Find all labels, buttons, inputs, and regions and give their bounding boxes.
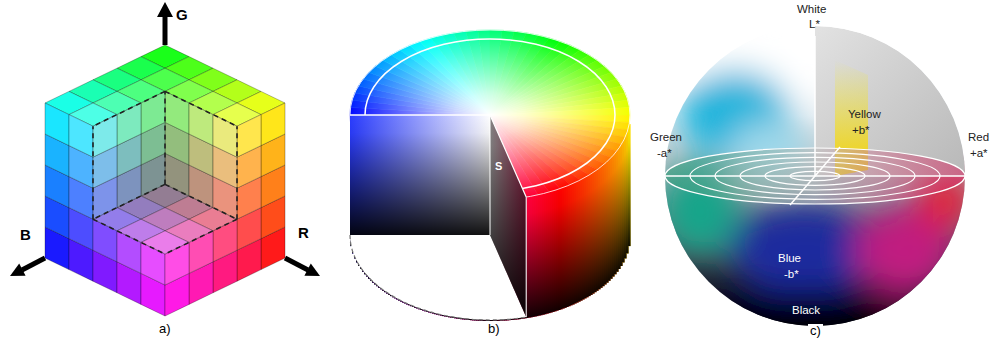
axis-label: G — [176, 6, 188, 23]
radius-line — [350, 114, 490, 116]
cut-edge — [526, 197, 527, 317]
cutaway-edge — [93, 184, 165, 219]
cutaway-edge — [165, 219, 237, 254]
panel-label: a) — [157, 322, 173, 337]
b-axis — [22, 258, 45, 270]
axis-label: Green — [650, 131, 682, 144]
l-axis — [814, 36, 816, 176]
axis-label: Black — [792, 304, 820, 317]
side-strip — [628, 124, 631, 246]
axis-label: B — [20, 226, 31, 243]
cube-cell — [261, 103, 285, 146]
axis-label: Red — [968, 131, 989, 144]
axis-label: R — [298, 224, 309, 241]
cutaway-edge — [164, 91, 166, 184]
axis-label: L* — [809, 18, 820, 31]
lab-sphere — [660, 10, 975, 341]
panel-label: c) — [808, 324, 823, 339]
axis-label: S — [495, 160, 502, 173]
side-shade — [628, 124, 631, 246]
hidden-edge — [350, 235, 526, 320]
axis-label: Blue — [778, 252, 801, 265]
panel-label: b) — [486, 322, 502, 337]
cube-cell — [237, 115, 261, 158]
axis-label: -b* — [784, 268, 799, 281]
axis-label: -a* — [657, 147, 672, 160]
cutaway-edge — [165, 184, 237, 219]
hsv-cylinder — [350, 30, 631, 321]
axis-label: White — [797, 3, 826, 16]
b-axis — [790, 147, 840, 205]
cutaway-edge — [92, 126, 94, 219]
sphere-body — [660, 10, 975, 341]
axis-label: Yellow — [848, 108, 881, 121]
g-axis — [163, 14, 168, 45]
axis-label: +b* — [852, 124, 870, 137]
r-axis — [285, 258, 308, 270]
cube-cell — [141, 231, 189, 254]
cutaway-edge — [93, 91, 165, 126]
axis-arrows — [10, 2, 320, 276]
radius-line — [490, 115, 526, 197]
arrow-head — [10, 263, 26, 276]
sphere-colours — [660, 10, 975, 341]
cutaway-edge — [93, 219, 165, 254]
cutaway-edge — [236, 126, 238, 219]
cutaway — [350, 115, 526, 320]
arrow-head — [304, 263, 320, 276]
arrow-head — [157, 2, 173, 17]
cut-face — [490, 115, 526, 317]
cut-face-shade — [490, 115, 526, 317]
cube-cell — [69, 115, 93, 158]
cube-cell — [45, 103, 69, 146]
colour-blob — [705, 290, 925, 341]
cut-face-shade — [490, 115, 526, 317]
cut-face — [350, 115, 490, 235]
lab-axes — [665, 36, 965, 205]
axis-label: +a* — [970, 147, 988, 160]
rgb-cube — [45, 45, 285, 316]
cutaway-edge — [165, 91, 237, 126]
value-axis — [490, 115, 491, 235]
cut-face-shade — [350, 115, 490, 235]
